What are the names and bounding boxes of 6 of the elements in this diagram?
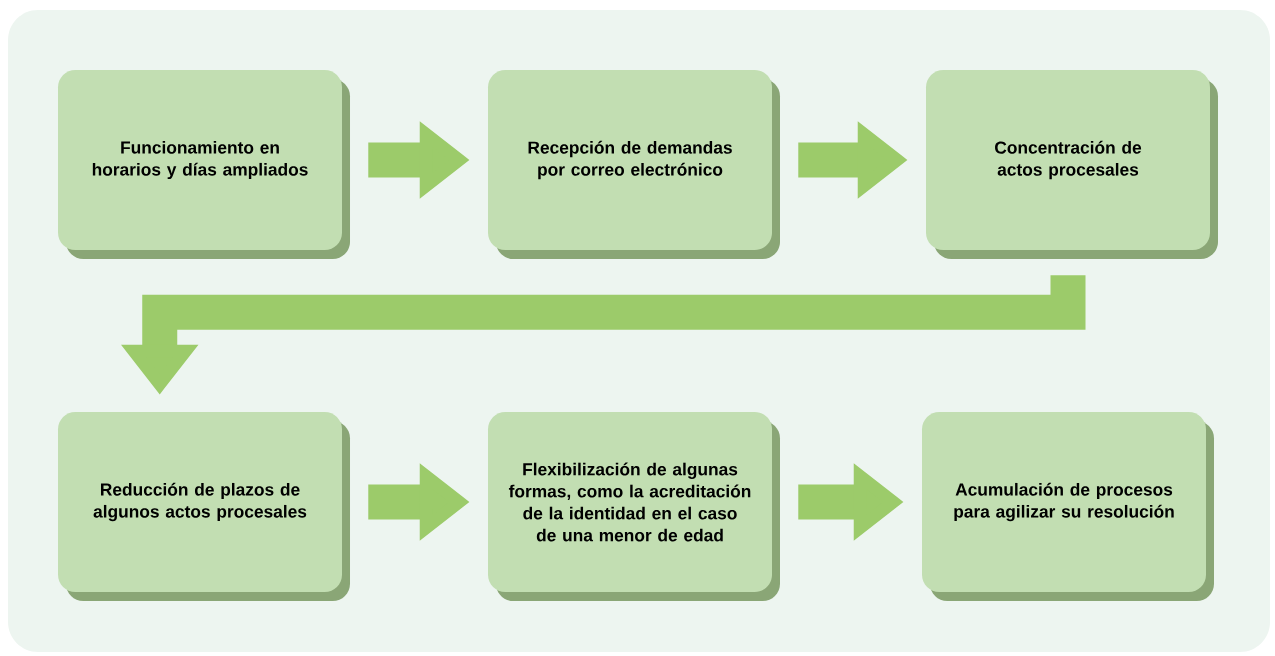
process-box: Reducción de plazos de algunos actos procesales xyxy=(58,412,350,601)
process-box: Recepción de demandas por correo electrónico xyxy=(488,70,780,259)
process-box: Flexibilización de algunas formas, como la acreditación de la identidad en el caso de una menor de edad xyxy=(488,412,780,601)
process-box: Concentración de actos procesales xyxy=(926,70,1218,259)
process-box: Acumulación de procesos para agilizar su resolución xyxy=(922,412,1214,601)
process-box: Funcionamiento en horarios y días ampliados xyxy=(58,70,350,259)
